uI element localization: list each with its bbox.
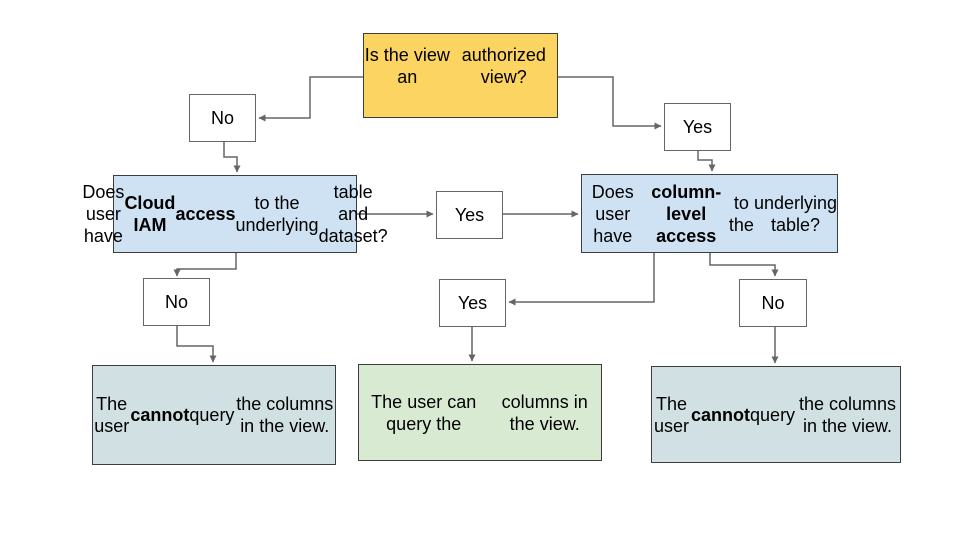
label-yes-top: Yes bbox=[664, 103, 731, 151]
connector-no-to-outcome-left bbox=[176, 326, 217, 363]
label-yes-bottom-middle: Yes bbox=[439, 279, 506, 327]
connector-column-level-to-yes-bottom bbox=[508, 253, 655, 306]
connector-cloud-iam-to-no-bottom-left bbox=[173, 253, 237, 277]
connector-authorized-to-yes bbox=[558, 76, 662, 130]
label-no-bottom-left: No bbox=[143, 278, 210, 326]
label-no-top: No bbox=[189, 94, 256, 142]
connector-authorized-to-no bbox=[258, 76, 363, 122]
connector-yes-to-column-level bbox=[697, 151, 716, 172]
label-yes-middle: Yes bbox=[436, 191, 503, 239]
connector-no-to-cloud-iam bbox=[223, 142, 241, 173]
label-no-bottom-right: No bbox=[739, 279, 807, 327]
connector-column-level-to-no-bottom-right bbox=[709, 253, 779, 277]
